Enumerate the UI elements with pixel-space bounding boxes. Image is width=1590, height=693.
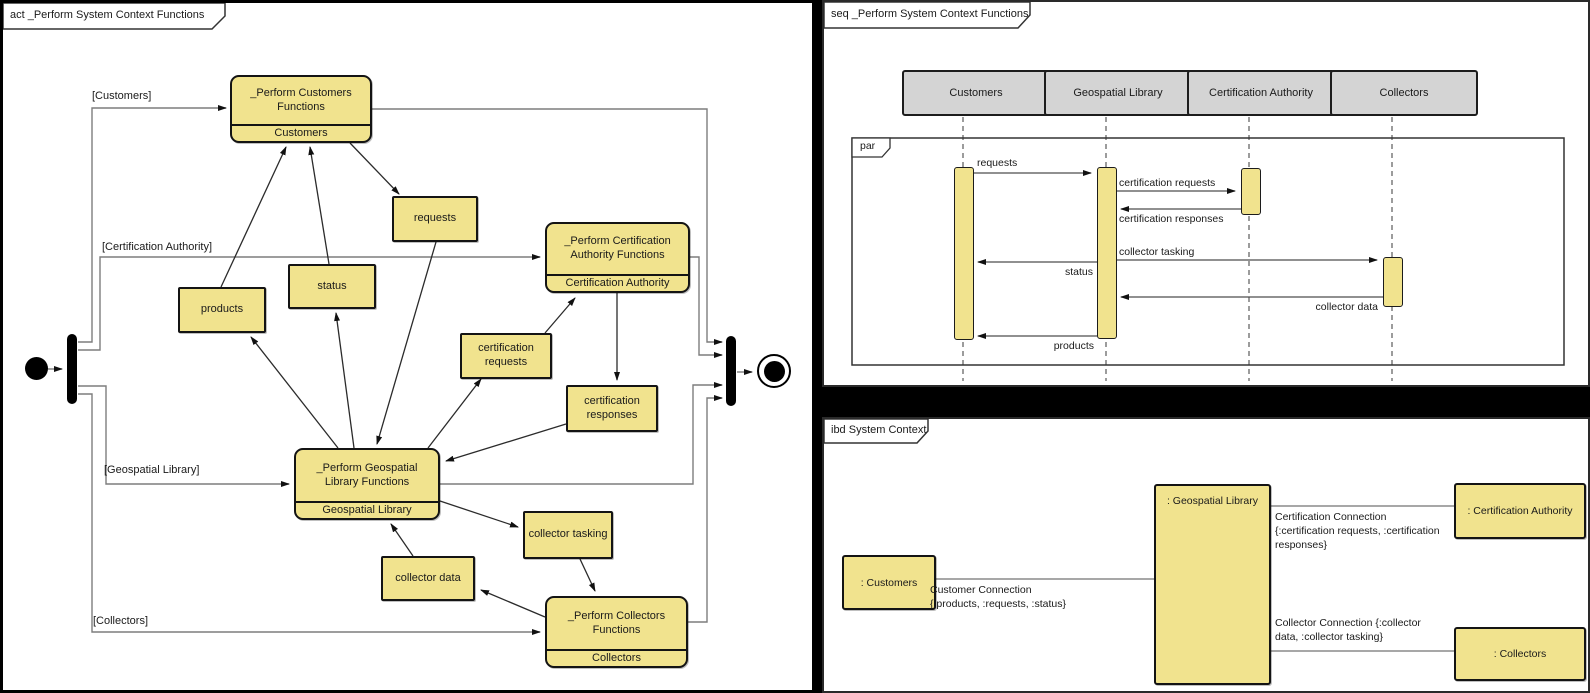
message-label-collector-tasking: collector tasking xyxy=(1119,246,1195,258)
action-perform-geospatial-library-functions[interactable]: _Perform Geospatial Library Functions Ge… xyxy=(294,448,440,520)
message-label-requests: requests xyxy=(977,157,1018,169)
message-label-products: products xyxy=(1053,340,1094,352)
ibd-frame-tab xyxy=(824,419,929,444)
activity-final-node[interactable] xyxy=(757,354,791,388)
connector-label-line: Certification Connection xyxy=(1275,511,1387,523)
message-label-certification-requests: certification requests xyxy=(1119,177,1216,189)
sequence-diagram-panel: seq _Perform System Context Functions pa… xyxy=(822,0,1590,387)
action-title: _Perform Certification Authority Functio… xyxy=(564,235,671,261)
activity-diagram-panel: act _Perform System Context Functions [C… xyxy=(0,0,815,693)
object-node-certification-requests[interactable]: certification requests xyxy=(460,333,552,379)
guard-geospatial-library: [Geospatial Library] xyxy=(104,464,200,476)
ibd-diagram-panel: ibd System Context : Customers : Geospat… xyxy=(822,417,1590,693)
message-label-certification-responses: certification responses xyxy=(1119,213,1224,225)
object-node-requests[interactable]: requests xyxy=(392,196,478,242)
ibd-diagram-title: ibd System Context xyxy=(831,424,927,436)
join-node[interactable] xyxy=(726,336,736,406)
activation-geospatial-library[interactable] xyxy=(1097,167,1117,339)
par-fragment-label-pentagon xyxy=(851,137,891,158)
par-fragment-frame xyxy=(851,137,1565,366)
object-node-products[interactable]: products xyxy=(178,287,266,333)
ibd-edge-layer xyxy=(824,419,1454,652)
connector-label-line: Customer Connection xyxy=(930,584,1032,596)
connector-label-line: Collector Connection {:collector xyxy=(1275,617,1421,629)
activation-collectors[interactable] xyxy=(1383,257,1403,307)
part-certification-authority[interactable]: : Certification Authority xyxy=(1454,483,1586,539)
fork-node[interactable] xyxy=(67,334,77,404)
guard-collectors: [Collectors] xyxy=(93,615,149,627)
par-fragment-label: par xyxy=(860,140,876,152)
activation-certification-authority[interactable] xyxy=(1241,168,1261,215)
action-perform-collectors-functions[interactable]: _Perform Collectors Functions Collectors xyxy=(545,596,688,668)
action-partition: Customers xyxy=(232,124,370,141)
part-customers[interactable]: : Customers xyxy=(842,555,936,610)
object-node-collector-tasking[interactable]: collector tasking xyxy=(523,511,613,559)
activity-edge-layer xyxy=(3,3,753,635)
action-partition: Geospatial Library xyxy=(296,501,438,518)
connector-label-line: data, :collector tasking} xyxy=(1275,631,1383,644)
activity-frame-tab xyxy=(3,3,226,30)
action-title: _Perform Customers Functions xyxy=(250,86,352,113)
connector-label-customer-connection: Customer Connection {:products, :request… xyxy=(930,583,1066,611)
object-node-collector-data[interactable]: collector data xyxy=(381,556,475,601)
lifeline-header-geospatial-library[interactable]: Geospatial Library xyxy=(1044,70,1192,116)
connector-label-line: {:products, :requests, :status} xyxy=(930,598,1066,611)
sequence-edge-layer xyxy=(824,2,1565,381)
message-label-collector-data: collector data xyxy=(1315,301,1378,313)
guard-customers: [Customers] xyxy=(92,90,152,102)
sequence-frame-tab xyxy=(824,2,1031,29)
guard-certification-authority: [Certification Authority] xyxy=(102,241,213,253)
action-partition: Certification Authority xyxy=(547,274,688,291)
object-node-certification-responses[interactable]: certification responses xyxy=(566,385,658,432)
sequence-diagram-title: seq _Perform System Context Functions xyxy=(831,8,1029,20)
connector-label-line: responses} xyxy=(1275,539,1327,552)
initial-node[interactable] xyxy=(25,357,48,380)
part-collectors[interactable]: : Collectors xyxy=(1454,627,1586,681)
activity-diagram-title: act _Perform System Context Functions xyxy=(10,9,205,21)
action-perform-certification-authority-functions[interactable]: _Perform Certification Authority Functio… xyxy=(545,222,690,293)
action-partition: Collectors xyxy=(547,649,686,666)
lifeline-header-certification-authority[interactable]: Certification Authority xyxy=(1187,70,1335,116)
activity-final-dot xyxy=(763,360,785,382)
object-node-status[interactable]: status xyxy=(288,264,376,309)
connector-label-collector-connection: Collector Connection {:collector data, :… xyxy=(1275,616,1421,644)
part-geospatial-library[interactable]: : Geospatial Library xyxy=(1154,484,1271,685)
action-title: _Perform Geospatial Library Functions xyxy=(316,461,418,488)
connector-label-certification-connection: Certification Connection {:certification… xyxy=(1275,510,1440,553)
activation-customers[interactable] xyxy=(954,167,974,340)
action-title: _Perform Collectors Functions xyxy=(567,609,666,636)
action-perform-customers-functions[interactable]: _Perform Customers Functions Customers xyxy=(230,75,372,143)
connector-label-line: {:certification requests, :certification xyxy=(1275,525,1440,538)
message-label-status: status xyxy=(1064,266,1093,278)
lifeline-header-customers[interactable]: Customers xyxy=(902,70,1050,116)
lifeline-header-collectors[interactable]: Collectors xyxy=(1330,70,1478,116)
